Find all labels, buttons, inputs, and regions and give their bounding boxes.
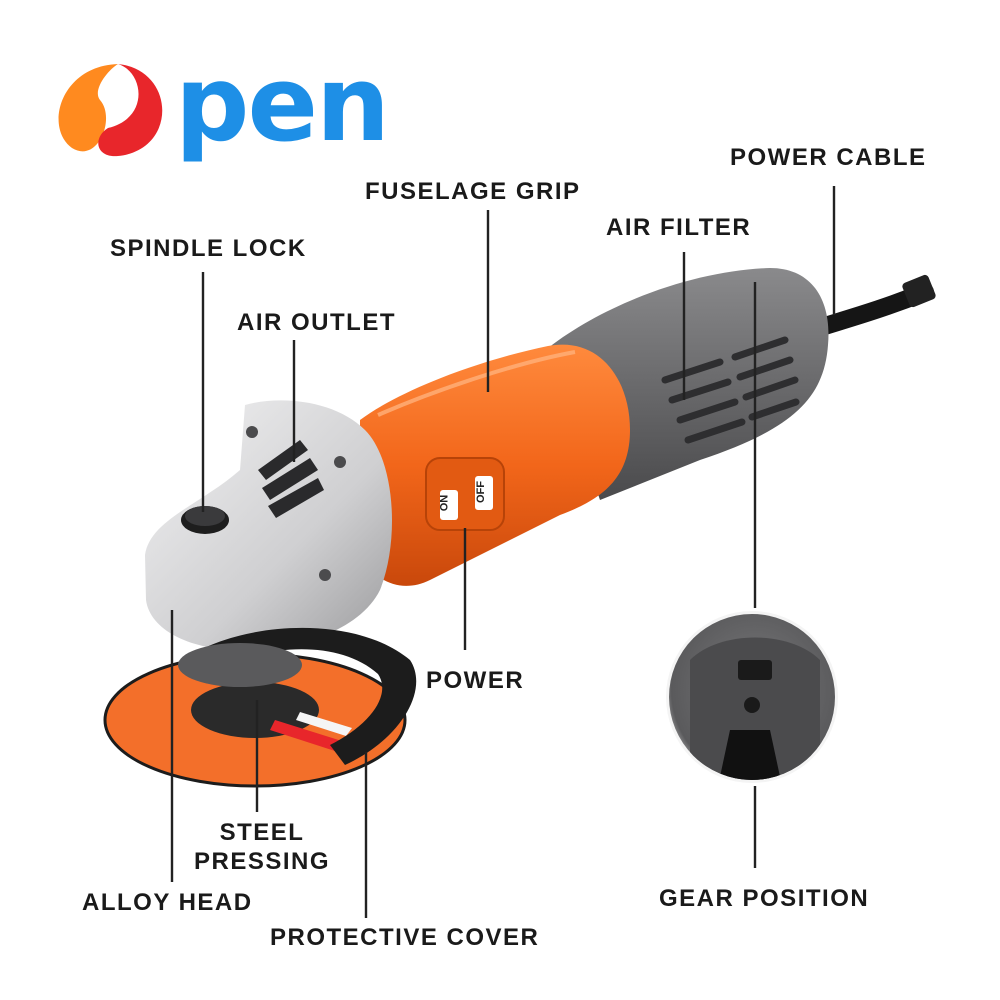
gear-position-inset bbox=[666, 611, 838, 783]
logo-mark bbox=[58, 64, 163, 157]
head-screws bbox=[246, 426, 346, 581]
leader-lines bbox=[170, 186, 836, 918]
air-filter-vents bbox=[661, 336, 800, 444]
label-gear-position: GEAR POSITION bbox=[659, 885, 870, 912]
label-air-filter: AIR FILTER bbox=[606, 214, 752, 241]
brand-wordmark: pen bbox=[175, 43, 390, 165]
label-fuselage-grip: FUSELAGE GRIP bbox=[365, 178, 581, 205]
label-protective-cover: PROTECTIVE COVER bbox=[270, 924, 540, 951]
label-steel-pressing-line1: STEEL bbox=[219, 819, 305, 846]
grinding-disc bbox=[103, 652, 407, 788]
switch-off-label: OFF bbox=[475, 481, 487, 503]
power-cable-graphic bbox=[803, 274, 936, 339]
alloy-head bbox=[145, 400, 392, 650]
label-power: POWER bbox=[426, 667, 525, 694]
label-power-cable: POWER CABLE bbox=[730, 144, 927, 171]
power-switch bbox=[425, 457, 505, 531]
protective-cover bbox=[200, 627, 417, 765]
label-steel-pressing: STEEL PRESSING bbox=[192, 821, 332, 874]
steel-pressing-flange bbox=[178, 643, 302, 687]
spindle-lock-button bbox=[181, 506, 229, 534]
label-steel-pressing-line2: PRESSING bbox=[193, 848, 331, 875]
switch-on-label: ON bbox=[438, 494, 451, 512]
label-spindle-lock: SPINDLE LOCK bbox=[110, 235, 307, 262]
label-alloy-head: ALLOY HEAD bbox=[82, 889, 253, 916]
label-air-outlet: AIR OUTLET bbox=[237, 309, 396, 336]
air-outlet-slots bbox=[258, 440, 324, 518]
